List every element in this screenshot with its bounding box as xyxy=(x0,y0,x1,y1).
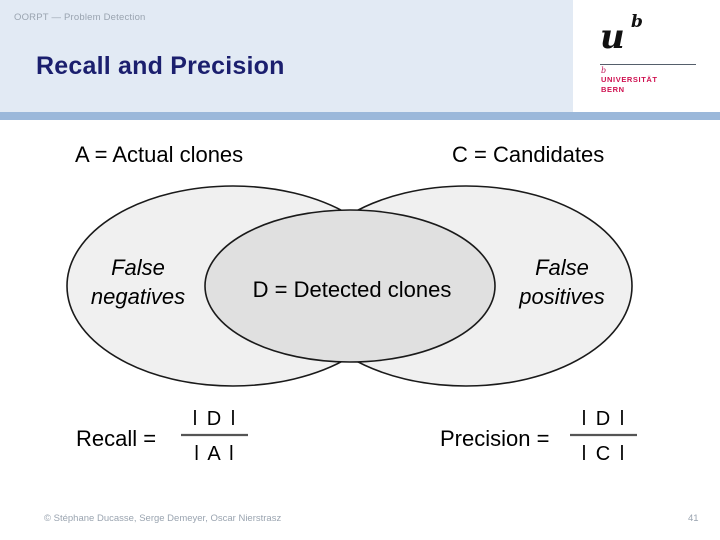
slide-content: A = Actual clones C = Candidates False n… xyxy=(0,120,720,500)
header-divider-rule xyxy=(0,112,720,120)
logo-letter-b-superscript: b xyxy=(631,12,643,32)
false-positives-label-line2: positives xyxy=(518,284,605,309)
breadcrumb: OORPT — Problem Detection xyxy=(14,12,146,23)
logo-letter-u: u xyxy=(600,17,625,57)
false-positives-label-line1: False xyxy=(535,255,589,280)
false-negatives-label-line1: False xyxy=(111,255,165,280)
detected-clones-label: D = Detected clones xyxy=(253,277,452,302)
precision-denominator: l C l xyxy=(582,443,626,465)
header-logo-background xyxy=(573,0,720,112)
precision-formula-name: Precision = xyxy=(440,426,549,451)
precision-numerator: l D l xyxy=(582,408,626,430)
footer-credit: © Stéphane Ducasse, Serge Demeyer, Oscar… xyxy=(44,513,282,524)
page-title: Recall and Precision xyxy=(36,52,285,80)
set-c-label: C = Candidates xyxy=(452,142,604,167)
set-a-label: A = Actual clones xyxy=(75,142,243,167)
recall-precision-venn-diagram: A = Actual clones C = Candidates False n… xyxy=(66,142,637,465)
logo-text-bern: BERN xyxy=(601,85,625,94)
logo-text-universitaet: UNIVERSITÄT xyxy=(601,75,658,84)
recall-formula-name: Recall = xyxy=(76,426,156,451)
header-background xyxy=(0,0,573,112)
university-bern-logo: u b b UNIVERSITÄT BERN xyxy=(600,14,704,98)
logo-horizontal-rule xyxy=(600,64,696,65)
false-negatives-label-line2: negatives xyxy=(91,284,185,309)
footer-page-number: 41 xyxy=(688,513,699,524)
recall-numerator: l D l xyxy=(193,408,237,430)
logo-small-b-mark: b xyxy=(601,66,607,75)
ellipse-detected-clones xyxy=(204,209,496,363)
recall-denominator: l A l xyxy=(194,443,235,465)
